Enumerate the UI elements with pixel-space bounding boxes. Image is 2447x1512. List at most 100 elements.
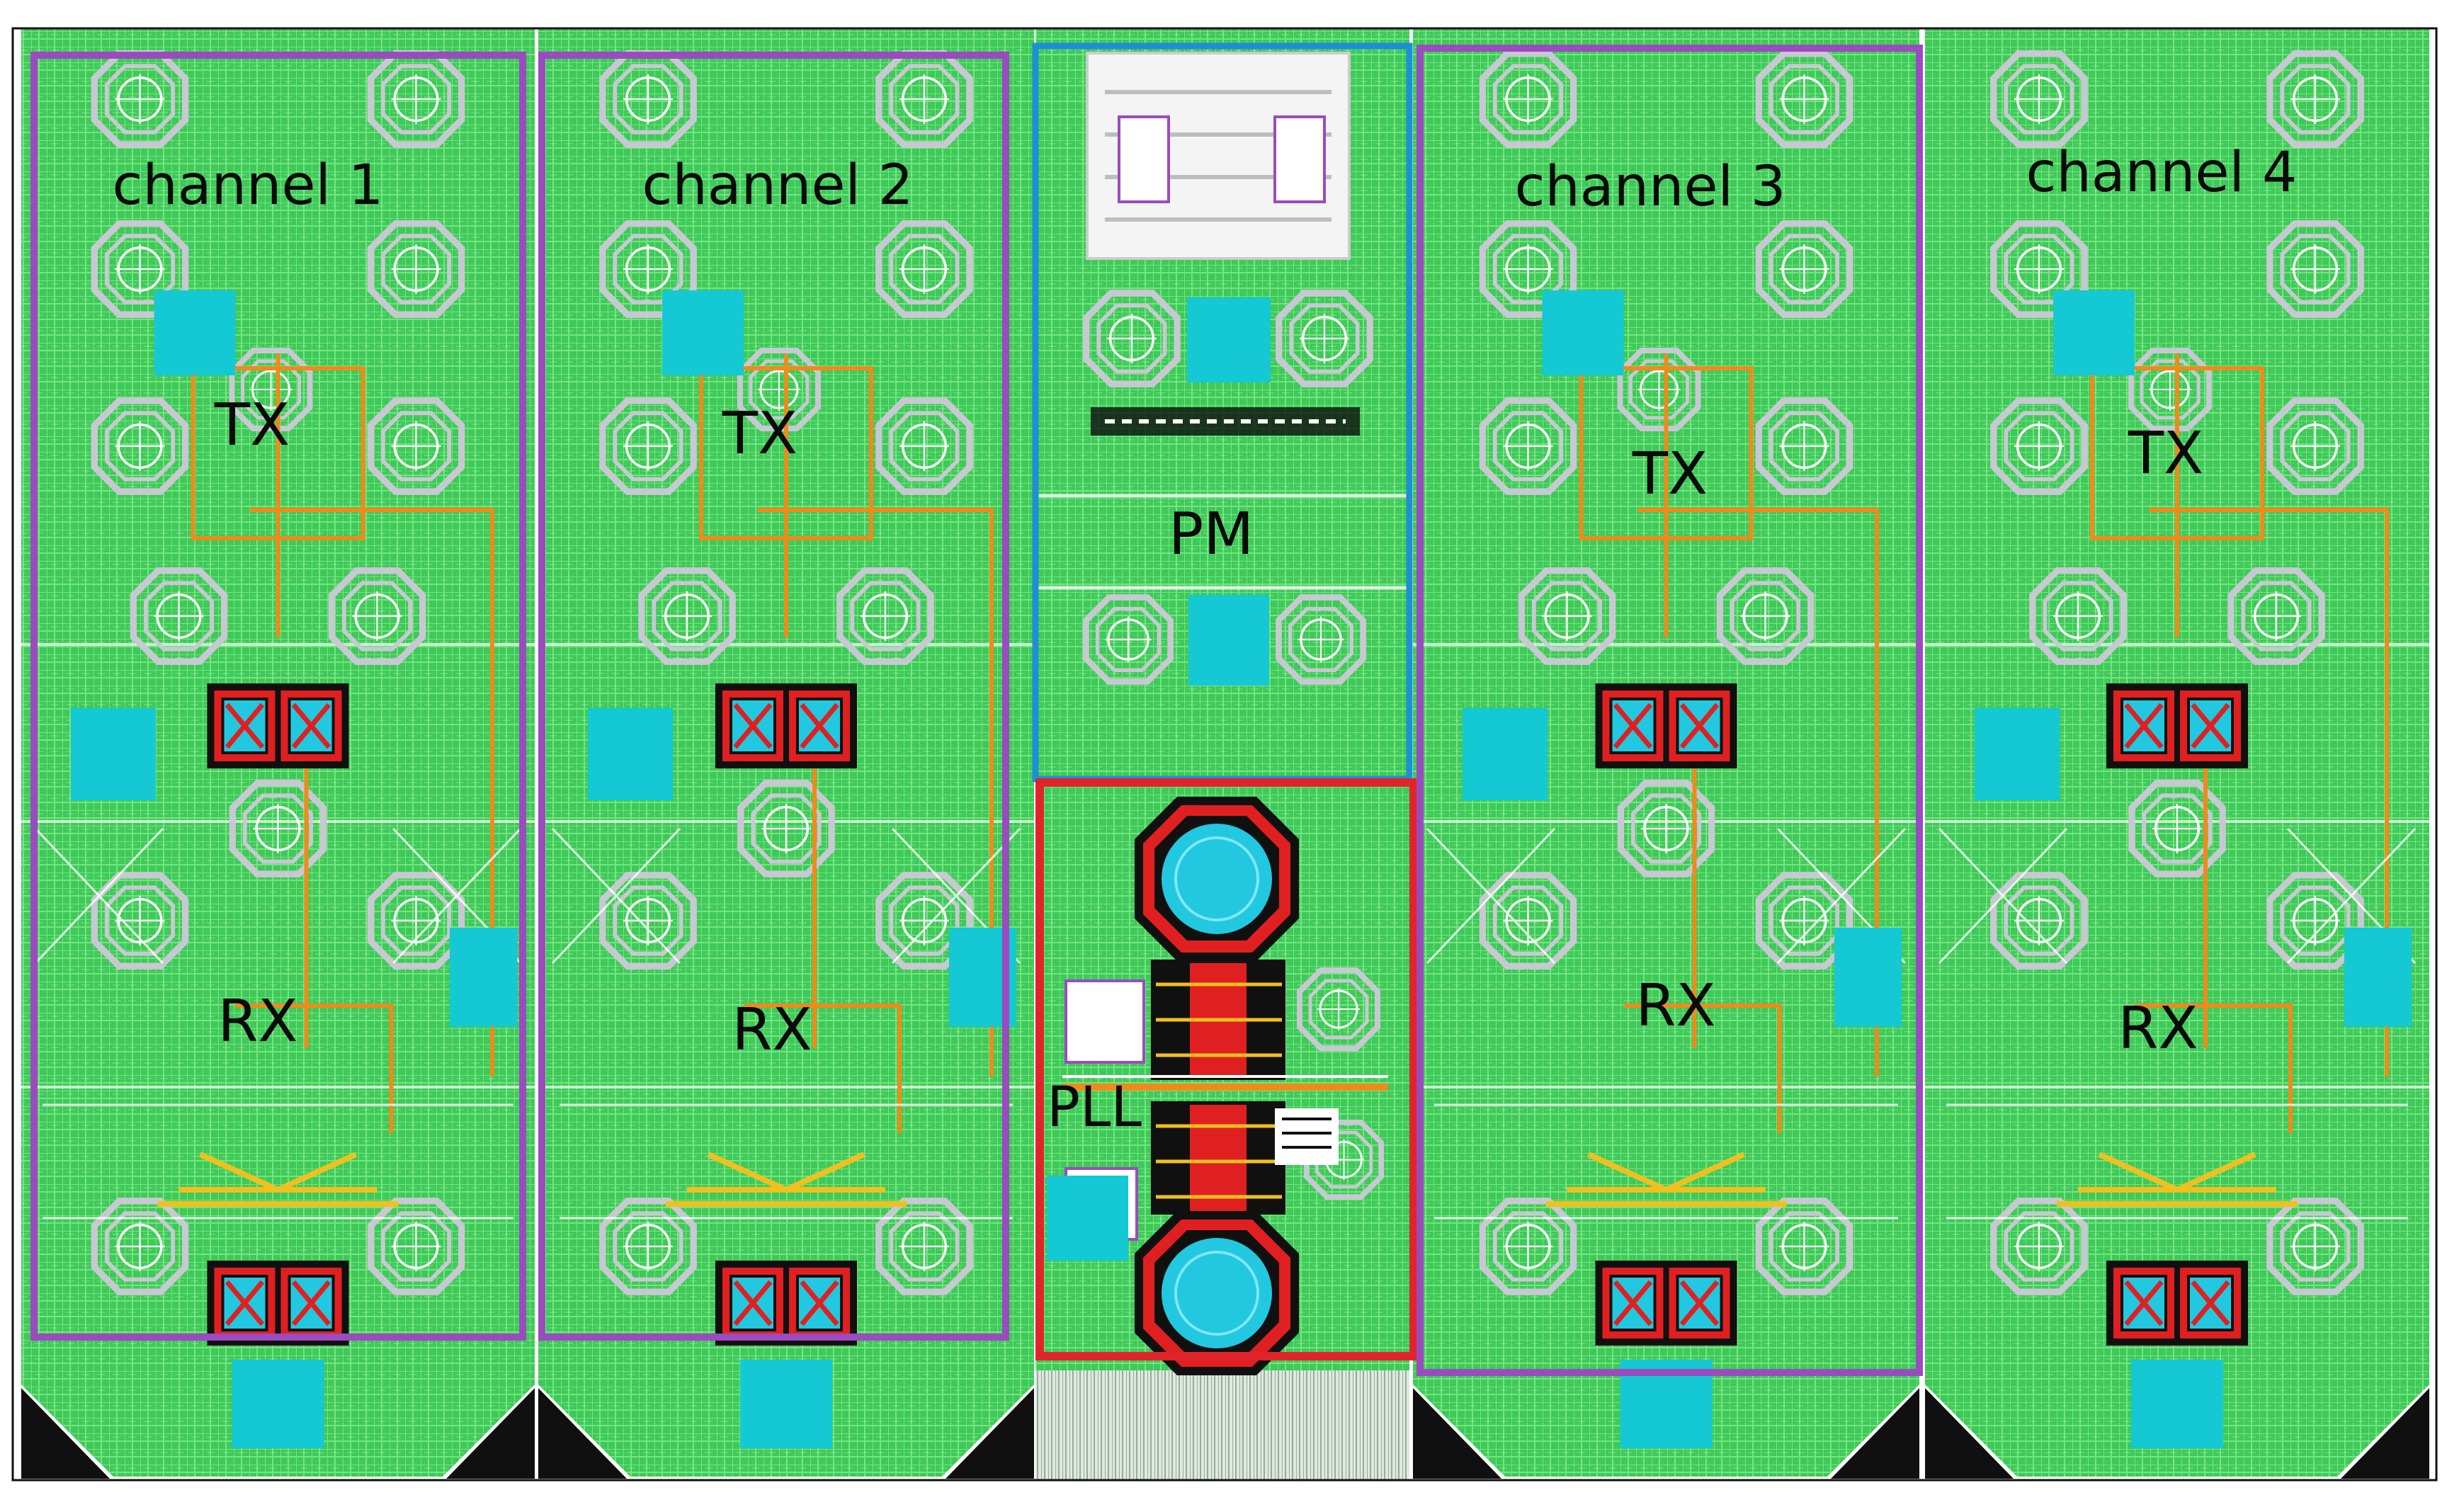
inductor-icon	[2270, 224, 2361, 314]
pm-pad	[1187, 297, 1271, 382]
tx-switch-icon	[715, 683, 857, 768]
io-pad	[450, 928, 517, 1027]
channel-4-rx-label: RX	[2118, 995, 2198, 1062]
inductor-icon	[2270, 1201, 2361, 1292]
channel-3-label: channel 3	[1514, 155, 1785, 219]
pll-outline	[1035, 778, 1418, 1360]
inductor-icon	[879, 54, 970, 144]
io-bus-hatch	[1035, 1370, 1409, 1480]
pm-pad	[1188, 595, 1269, 686]
wiring	[34, 827, 522, 1220]
channel-3-outline	[1416, 45, 1923, 1376]
channel-columns	[21, 28, 2429, 1479]
inductor-icon	[1994, 1201, 2084, 1292]
routing-traces	[1579, 354, 1879, 1133]
channel-1-label: channel 1	[112, 154, 383, 217]
channel-1-tx-label: TX	[214, 392, 290, 459]
channel-4-label: channel 4	[2026, 141, 2297, 205]
rx-switch-icon	[2106, 1261, 2248, 1346]
lo-buffer-traces	[666, 1152, 907, 1207]
inductor-icon	[94, 401, 185, 491]
inductor-icon	[1759, 401, 1849, 491]
pm-inductor-icon	[1279, 293, 1370, 384]
lo-buffer-traces	[1545, 1152, 1787, 1207]
inductor-icon	[370, 54, 461, 144]
inductor-icon	[2270, 401, 2361, 491]
bias-pad	[154, 290, 236, 375]
inductor-icon	[94, 54, 185, 144]
inductor-icon	[2132, 783, 2222, 874]
inductor-icon	[370, 1201, 461, 1292]
inductor-icon	[879, 401, 970, 491]
pll-inductor-icon	[1300, 970, 1378, 1048]
pll-label: PLL	[1047, 1076, 1142, 1139]
bias-pad	[1542, 290, 1624, 375]
pll-pad	[1047, 1176, 1128, 1261]
channel-1-corner-left	[21, 1388, 110, 1479]
wiring	[1426, 827, 1907, 1220]
wiring	[551, 827, 1021, 1220]
bias-pad	[2053, 290, 2135, 375]
inductor-icon	[133, 571, 224, 661]
inductor-icon	[232, 783, 323, 874]
pm-label: PM	[1169, 501, 1254, 568]
routing-traces	[699, 354, 994, 1133]
inductor-icon	[1482, 1201, 1573, 1292]
io-pad	[1975, 708, 2060, 800]
channel-3-tx-label: TX	[1632, 440, 1708, 508]
inductor-icon	[370, 875, 461, 966]
channel-4-tx-label: TX	[2128, 420, 2203, 487]
inductor-icon	[2033, 571, 2123, 661]
bottom-pad	[740, 1360, 832, 1448]
inductor-icon	[1620, 783, 1711, 874]
inductor-icon	[370, 224, 461, 314]
rx-switch-icon	[1596, 1261, 1737, 1346]
inductor-icon	[1994, 54, 2084, 144]
channel-3-corner-left	[1413, 1388, 1501, 1479]
channel-2-outline	[538, 52, 1009, 1341]
io-pad	[1463, 708, 1548, 800]
channel-3-rx-label: RX	[1635, 972, 1715, 1040]
io-pad	[1834, 928, 1902, 1027]
channel-outlines	[30, 45, 1923, 1376]
inductor-icon	[1759, 1201, 1849, 1292]
pm-inductor-icon	[1086, 293, 1177, 384]
channel-1-rx-label: RX	[217, 988, 297, 1055]
inductor-icon	[1759, 224, 1849, 314]
inductor-icon	[1482, 401, 1573, 491]
channel-2-corner-right	[946, 1388, 1034, 1479]
inductor-icon	[1482, 54, 1573, 144]
pm-inductor-icon	[1086, 597, 1170, 681]
inductor-icon	[603, 875, 693, 966]
inductor-icon	[1759, 54, 1849, 144]
center-column	[1035, 28, 1409, 1480]
inductor-icon	[603, 401, 693, 491]
rx-switch-icon	[208, 1261, 349, 1346]
channel-1-outline	[30, 52, 526, 1341]
bottom-pad	[2131, 1360, 2223, 1448]
channel-4-corner-right	[2341, 1388, 2429, 1479]
channel-1-corner-right	[446, 1388, 535, 1479]
inductor-icon	[94, 875, 185, 966]
block-labels: channel 1 channel 2 channel 3 channel 4 …	[112, 141, 2297, 1139]
inductor-icon	[1994, 875, 2084, 966]
inductor-icon	[2231, 571, 2322, 661]
pll-top-inductor-icon	[1135, 797, 1299, 961]
tx-switch-icon	[208, 683, 349, 768]
io-pad	[71, 708, 156, 800]
inductor-icon	[1521, 571, 1612, 661]
pm-inductor-icon	[1278, 597, 1363, 681]
bias-pad	[662, 290, 744, 375]
io-pad	[2344, 928, 2412, 1027]
inductor-icon	[741, 783, 831, 874]
bottom-pad	[232, 1360, 324, 1448]
io-pad	[588, 708, 673, 800]
channel-2-label: channel 2	[642, 154, 913, 217]
rx-switch-icon	[715, 1261, 857, 1346]
inductor-icon	[2270, 54, 2361, 144]
channel-2-corner-left	[538, 1388, 627, 1479]
channel-3-corner-right	[1831, 1388, 1919, 1479]
inductor-icon	[603, 54, 693, 144]
die-boundary	[11, 27, 2438, 1482]
